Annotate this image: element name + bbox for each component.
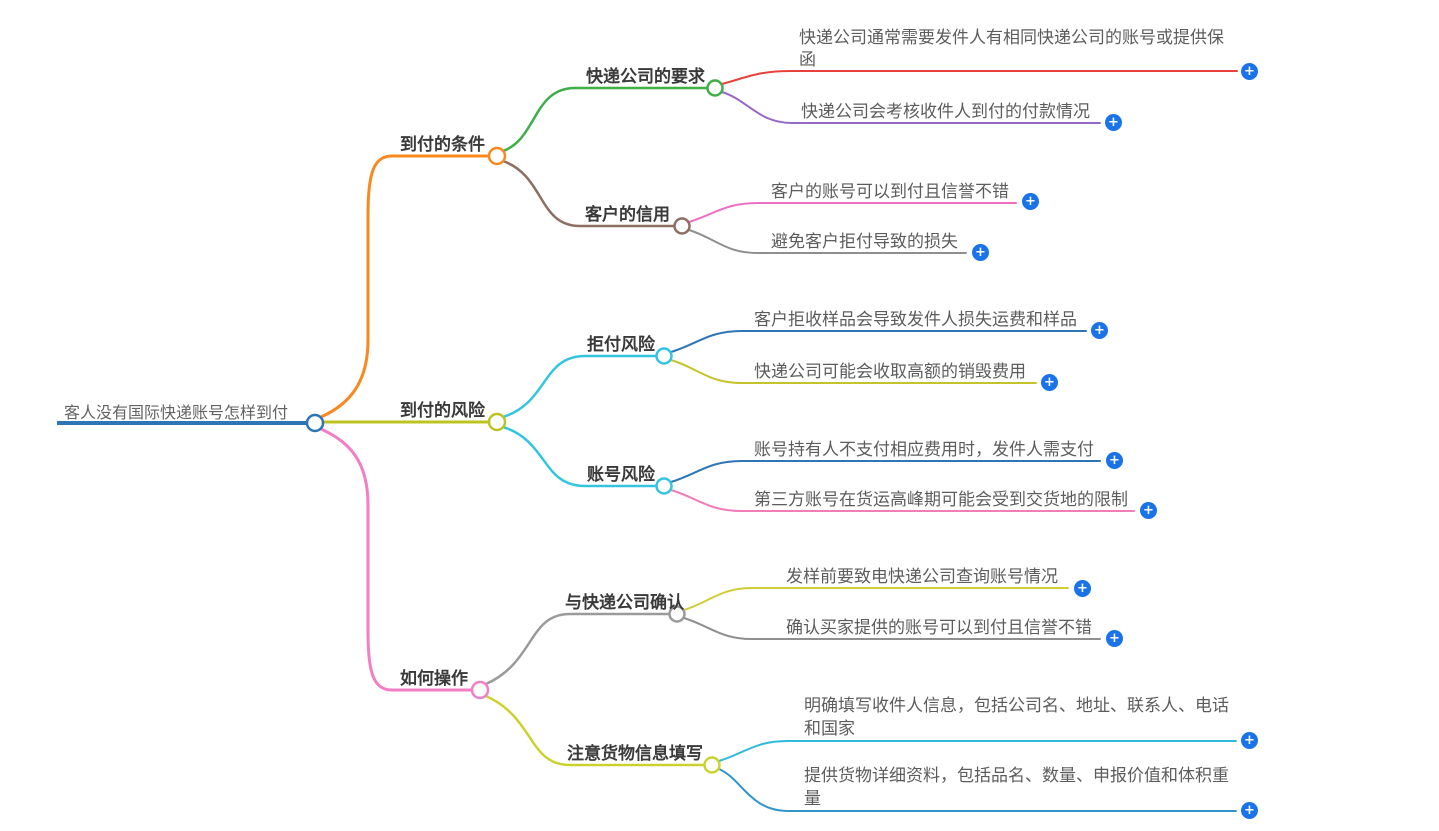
leaf-holder-unpaid-label[interactable]: 账号持有人不支付相应费用时，发件人需支付 [754,440,1094,460]
leaf-assess-payment-underline [721,91,1101,124]
node-cargo-info-label[interactable]: 注意货物信息填写 [567,744,703,764]
branch-conditions-connector [319,154,491,419]
root-node-handle[interactable] [305,413,325,433]
node-express-requirements-label[interactable]: 快递公司的要求 [586,67,705,87]
add-child-button[interactable]: + [1041,374,1058,391]
branch-risks-handle[interactable] [487,412,507,432]
node-customer-credit-label[interactable]: 客户的信用 [585,205,670,225]
leaf-thirdparty-limit-label[interactable]: 第三方账号在货运高峰期可能会受到交货地的限制 [754,490,1128,510]
node-customer-credit-connector [501,159,677,228]
add-child-button[interactable]: + [1091,322,1108,339]
node-account-risk-connector [501,425,658,488]
leaf-confirm-buyer-label[interactable]: 确认买家提供的账号可以到付且信誉不错 [786,618,1092,638]
add-child-button[interactable]: + [1140,502,1157,519]
leaf-recipient-info-label[interactable]: 明确填写收件人信息，包括公司名、地址、联系人、电话和国家 [804,696,1229,739]
leaf-account-reputation-underline [688,202,1017,223]
add-child-button[interactable]: + [1106,452,1123,469]
branch-howto-connector [319,427,474,692]
add-child-button[interactable]: + [1105,114,1122,131]
leaf-reject-sample-label[interactable]: 客户拒收样品会导致发件人损失运费和样品 [754,310,1077,330]
node-confirm-with-courier-handle[interactable] [668,605,686,623]
leaf-holder-unpaid-underline [670,460,1101,483]
leaf-assess-payment-label[interactable]: 快递公司会考核收件人到付的付款情况 [801,102,1090,122]
leaf-reject-sample-underline [670,330,1087,353]
root-node-label[interactable]: 客人没有国际快递账号怎样到付 [64,403,289,422]
leaf-call-courier-underline [683,587,1069,611]
branch-howto-handle[interactable] [470,680,490,700]
node-cargo-info-connector [484,694,706,767]
node-confirm-with-courier-connector [484,612,672,686]
node-refusal-risk-handle[interactable] [655,347,673,365]
add-child-button[interactable]: + [972,244,989,261]
node-confirm-with-courier-label[interactable]: 与快递公司确认 [565,593,684,613]
leaf-guarantee-underline [721,70,1238,85]
branch-risks-label[interactable]: 到付的风险 [400,401,485,421]
leaf-destroy-fee-label[interactable]: 快递公司可能会收取高额的销毁费用 [754,362,1026,382]
leaf-guarantee-label[interactable]: 快递公司通常需要发件人有相同快递公司的账号或提供保函 [799,28,1224,70]
add-child-button[interactable]: + [1241,732,1258,749]
branch-conditions-label[interactable]: 到付的条件 [400,135,485,155]
leaf-thirdparty-limit-underline [670,489,1135,512]
node-customer-credit-handle[interactable] [673,217,691,235]
leaf-confirm-buyer-underline [683,617,1101,640]
branch-conditions-handle[interactable] [487,146,507,166]
leaf-avoid-loss-underline [688,229,967,254]
node-cargo-info-handle[interactable] [703,756,721,774]
add-child-button[interactable]: + [1074,580,1091,597]
node-account-risk-handle[interactable] [655,477,673,495]
add-child-button[interactable]: + [1106,630,1123,647]
leaf-cargo-details-underline [718,768,1237,812]
branch-howto-label[interactable]: 如何操作 [400,669,468,689]
node-refusal-risk-connector [501,354,658,419]
leaf-account-reputation-label[interactable]: 客户的账号可以到付且信誉不错 [771,182,1009,202]
node-express-requirements-connector [501,86,709,153]
node-account-risk-label[interactable]: 账号风险 [587,465,655,485]
leaf-cargo-details-label[interactable]: 提供货物详细资料，包括品名、数量、申报价值和体积重量 [804,766,1229,809]
add-child-button[interactable]: + [1022,193,1039,210]
leaf-avoid-loss-label[interactable]: 避免客户拒付导致的损失 [771,232,958,252]
leaf-recipient-info-underline [718,740,1237,762]
leaf-destroy-fee-underline [670,359,1037,384]
add-child-button[interactable]: + [1241,63,1258,80]
node-refusal-risk-label[interactable]: 拒付风险 [587,335,655,355]
leaf-call-courier-label[interactable]: 发样前要致电快递公司查询账号情况 [786,567,1058,587]
add-child-button[interactable]: + [1241,802,1258,819]
node-express-requirements-handle[interactable] [706,79,724,97]
